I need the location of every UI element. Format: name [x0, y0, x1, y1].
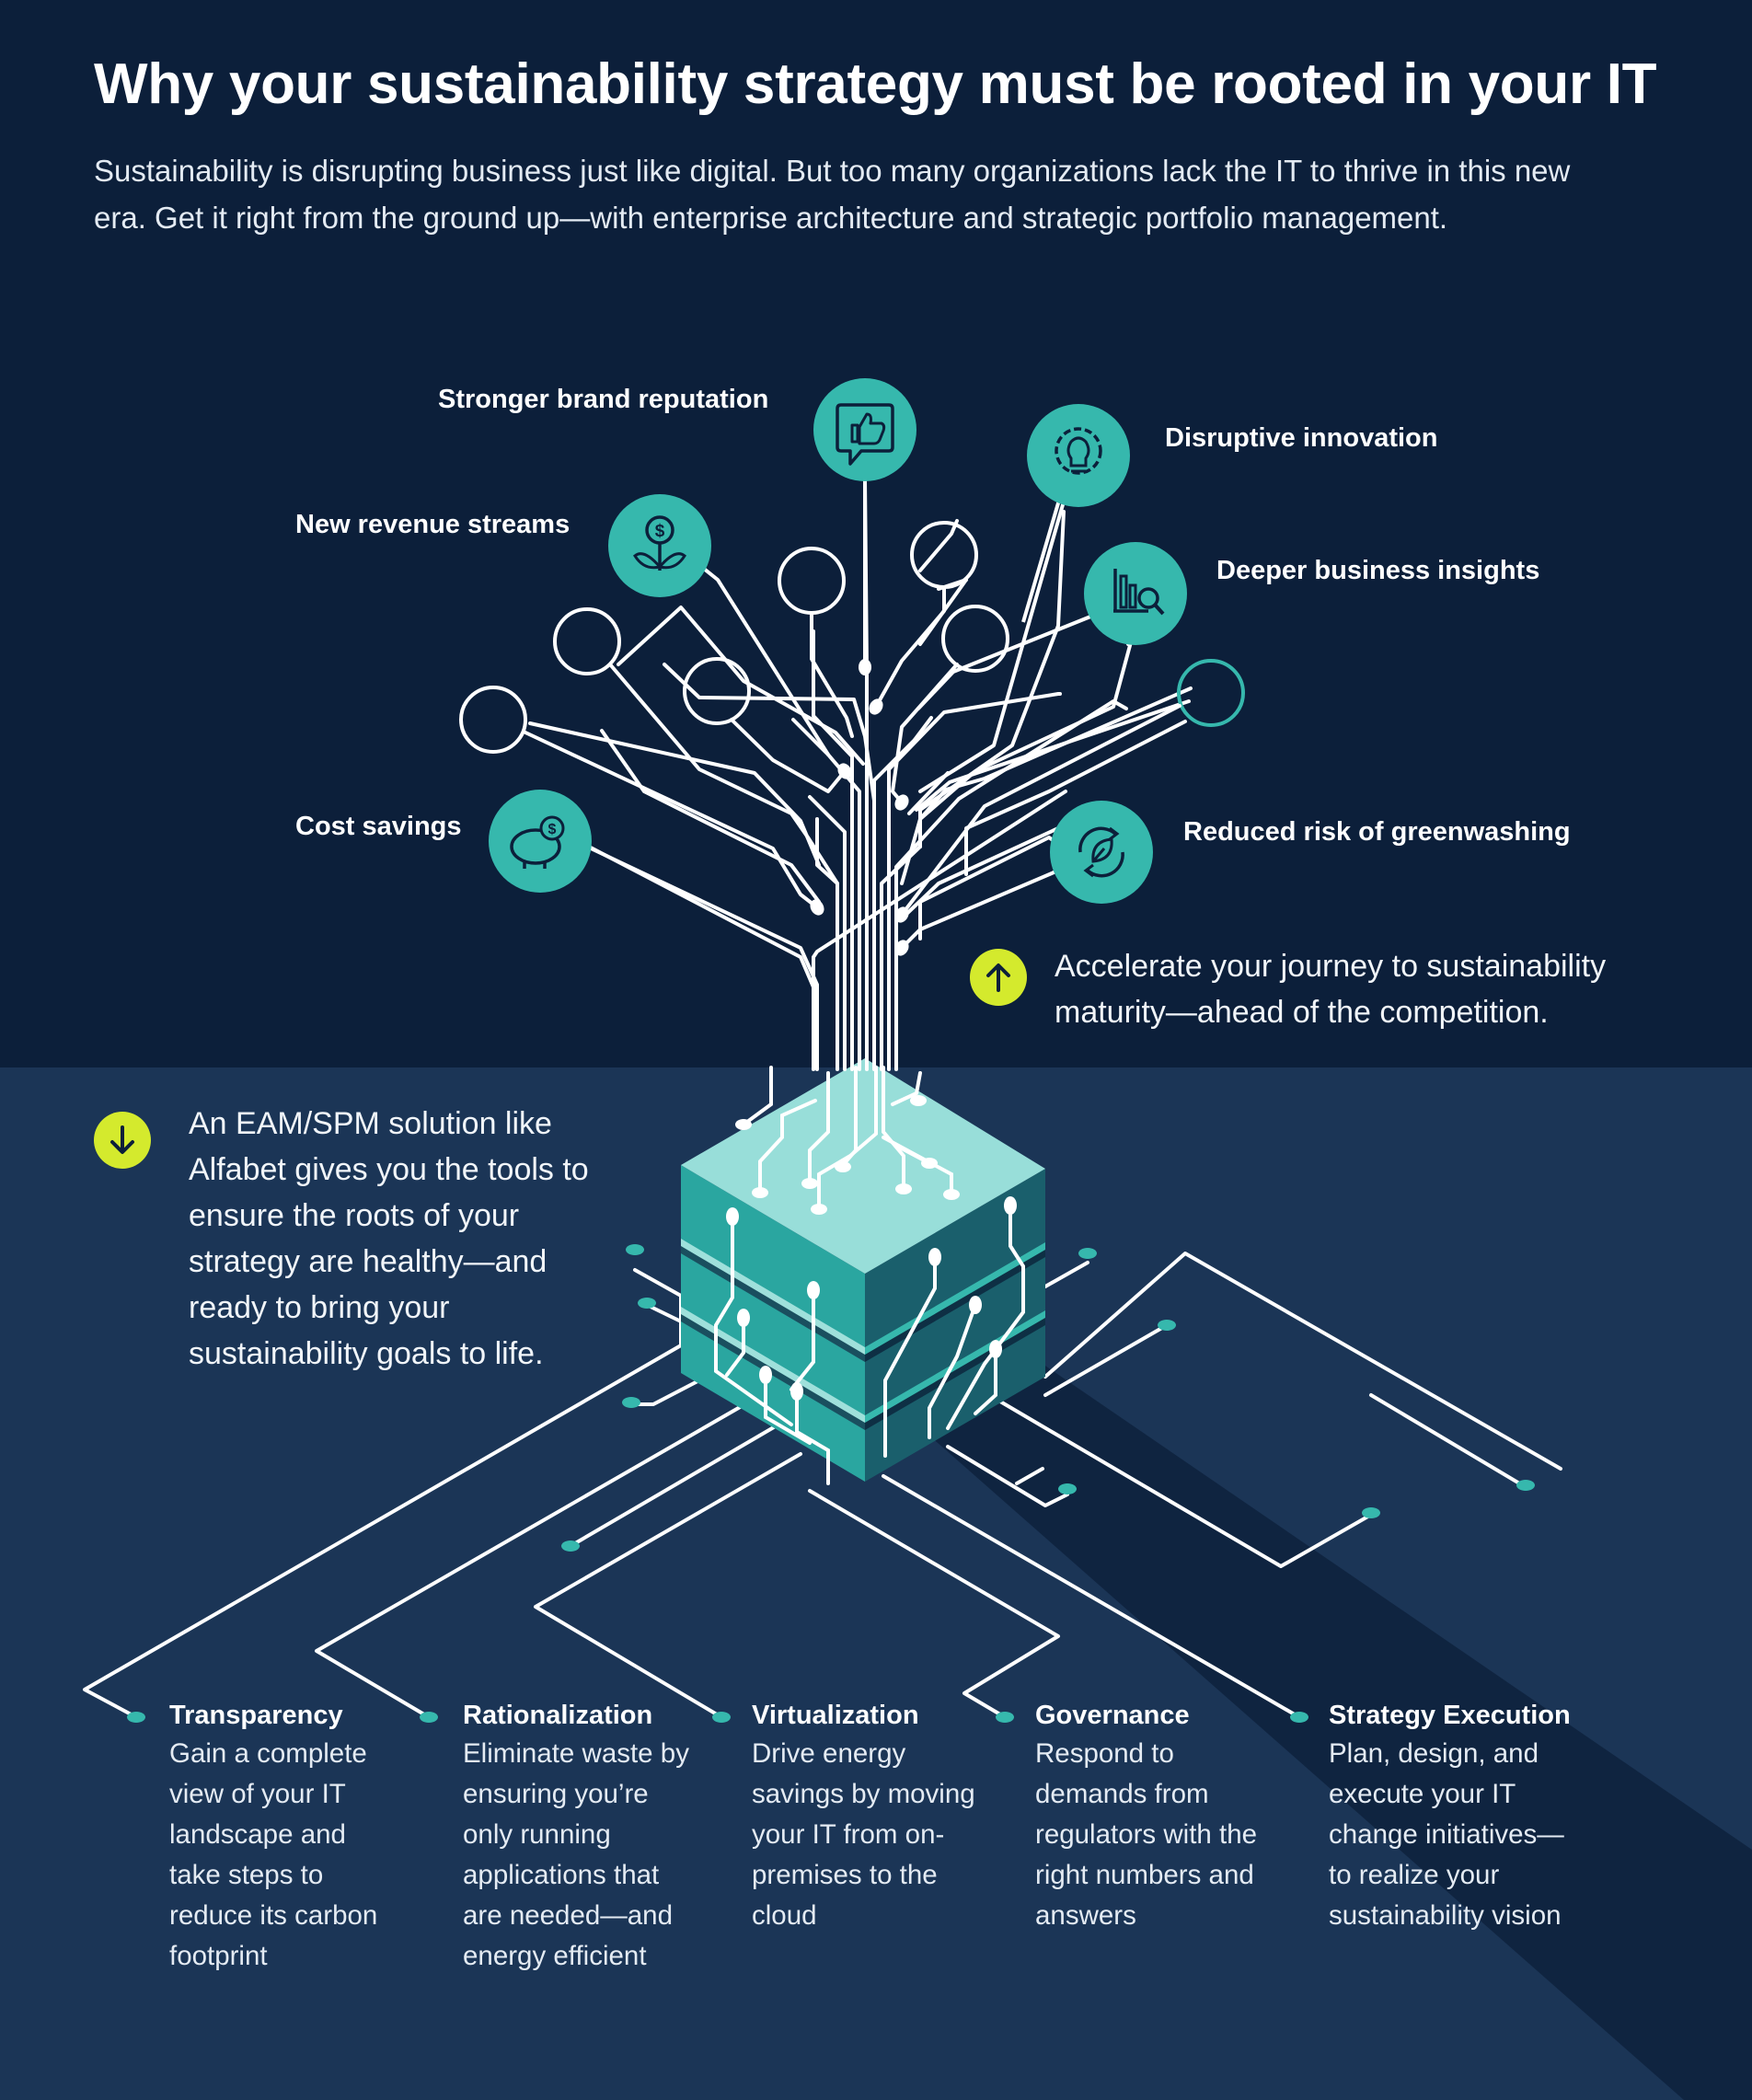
page-title: Why your sustainability strategy must be… [94, 52, 1657, 116]
benefit-label-revenue: New revenue streams [295, 510, 571, 539]
cube-top-face [681, 1058, 1045, 1274]
root-title: Strategy Execution [1329, 1701, 1571, 1730]
tree-node-teal [1177, 659, 1245, 727]
branch-j [1369, 1393, 1527, 1489]
thumbs-up-chat-icon [813, 378, 916, 667]
arrow-up-badge [970, 949, 1027, 1006]
cube-circuits [714, 1204, 1025, 1485]
root-column-rationalization: Rationalization Eliminate waste by ensur… [463, 1697, 711, 1977]
arrow-up-icon [986, 963, 1010, 992]
root-column-strategy-execution: Strategy Execution Plan, design, and exe… [1329, 1697, 1577, 1936]
branch-c [629, 1379, 701, 1406]
root-endpoints [127, 1244, 1535, 1723]
dollar-plant-icon: $ [608, 494, 711, 597]
lightbulb-gear-icon [1021, 404, 1130, 623]
root-line-rationalization [315, 1404, 743, 1719]
benefit-label-insights: Deeper business insights [1216, 556, 1540, 585]
chart-magnifier-icon [1084, 542, 1187, 645]
benefit-label-brand: Stronger brand reputation [438, 385, 769, 414]
arrow-down-icon [110, 1125, 134, 1154]
root-line-transparency [83, 1344, 683, 1719]
root-column-transparency: Transparency Gain a complete view of you… [169, 1697, 418, 1977]
intro-text: Sustainability is disrupting business ju… [94, 154, 1571, 235]
root-text: Respond to demands from regulators with … [1035, 1738, 1258, 1931]
callout-accelerate: Accelerate your journey to sustainabilit… [1055, 949, 1607, 1030]
arrow-down-badge [94, 1112, 151, 1169]
root-title: Transparency [169, 1701, 343, 1730]
tree-nodes [459, 521, 1009, 754]
root-text: Gain a complete view of your IT landscap… [169, 1738, 378, 1971]
piggy-bank-icon: $ [489, 790, 592, 893]
callout-eam-spm: An EAM/SPM solution like Alfabet gives y… [189, 1106, 589, 1371]
benefit-label-cost: Cost savings [295, 812, 462, 841]
cube [681, 1058, 1045, 1482]
root-title: Virtualization [752, 1701, 919, 1730]
svg-text:$: $ [548, 822, 557, 837]
root-title: Rationalization [463, 1701, 653, 1730]
branch-i [1043, 1252, 1562, 1471]
svg-text:$: $ [655, 522, 665, 541]
branch-h [1043, 1323, 1169, 1397]
branch-k [994, 1397, 1373, 1568]
benefit-label-innovation: Disruptive innovation [1165, 423, 1438, 453]
branch-g [1043, 1261, 1089, 1288]
leaf-cycle-icon [1050, 801, 1153, 904]
root-text: Plan, design, and execute your IT change… [1329, 1738, 1564, 1931]
benefit-label-greenwashing: Reduced risk of greenwashing [1183, 817, 1571, 847]
root-column-virtualization: Virtualization Drive energy savings by m… [752, 1697, 1000, 1936]
root-title: Governance [1035, 1701, 1190, 1730]
root-text: Drive energy savings by moving your IT f… [752, 1738, 975, 1931]
root-column-governance: Governance Respond to demands from regul… [1035, 1697, 1284, 1936]
root-text: Eliminate waste by ensuring you’re only … [463, 1738, 689, 1971]
branch-e [946, 1445, 1069, 1507]
branch-b [645, 1303, 683, 1323]
root-line-virtualization [534, 1452, 802, 1719]
branch-f [1015, 1467, 1044, 1485]
branch-d [569, 1423, 780, 1548]
cube-shadow [929, 1362, 1752, 2100]
root-line-strategy-execution [882, 1474, 1301, 1719]
root-line-governance [808, 1489, 1060, 1719]
